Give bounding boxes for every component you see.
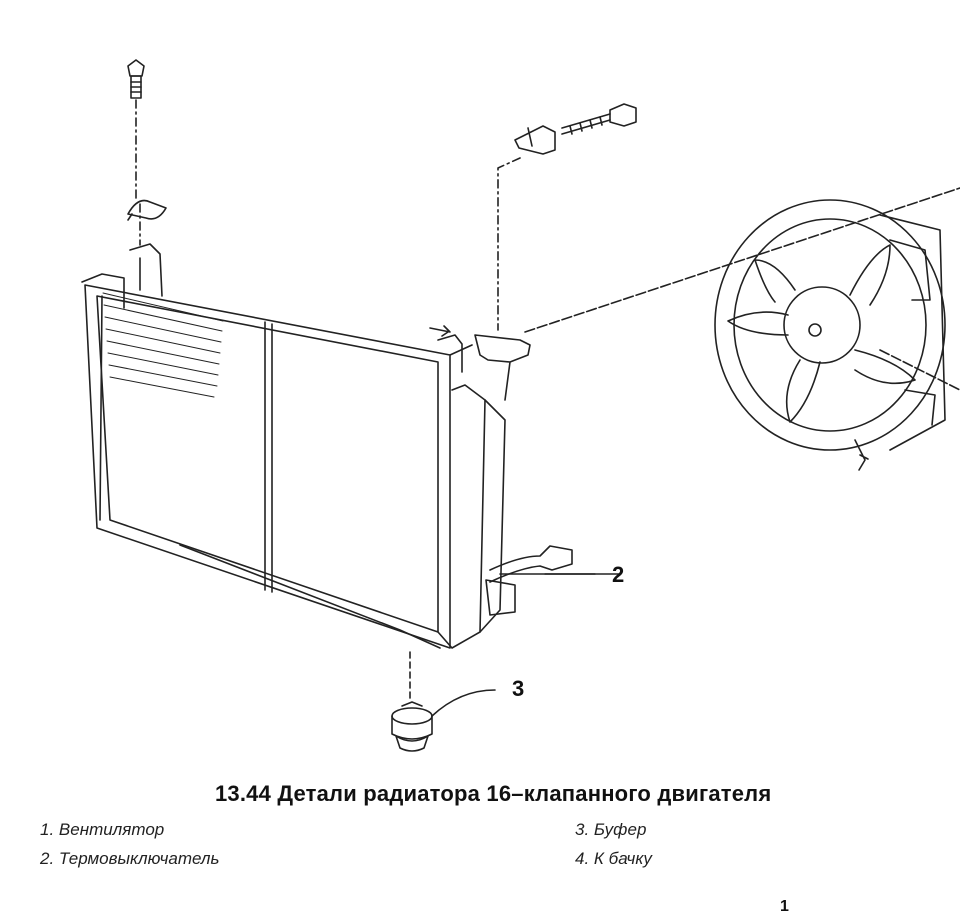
filler-neck — [474, 334, 531, 401]
fan-axis-line — [524, 187, 960, 333]
callout-line-3 — [431, 689, 496, 717]
mounting-bracket — [127, 199, 167, 221]
arrow-mark — [429, 325, 451, 337]
legend-item: 2. Термовыключатель — [40, 849, 219, 869]
corner-mark: 1 — [780, 898, 789, 915]
legend-num: 2. — [40, 849, 55, 868]
legend-text: Буфер — [593, 820, 647, 839]
fan-axis-line-lower — [879, 349, 960, 391]
rubber-buffer — [391, 701, 433, 752]
bolt-axis-line — [135, 99, 141, 246]
callout-3: 3 — [512, 676, 525, 701]
cooling-fan — [714, 199, 946, 471]
radiator-exploded-diagram — [81, 59, 960, 752]
bracket-right — [514, 125, 556, 155]
legend-num: 3. — [575, 820, 590, 839]
figure-caption: 13.44 Детали радиатора 16–клапанного дви… — [215, 781, 772, 806]
radiator — [81, 243, 506, 649]
top-bolt — [127, 59, 145, 99]
legend-num: 1. — [40, 820, 55, 839]
thermo-switch — [485, 545, 621, 616]
legend-text: Вентилятор — [58, 820, 165, 839]
callout-2: 2 — [612, 562, 625, 587]
hose-axis-line — [497, 157, 521, 331]
legend-text: К бачку — [593, 849, 652, 868]
legend-text: Термовыключатель — [58, 849, 220, 868]
legend-num: 4. — [575, 849, 590, 868]
legend-item: 4. К бачку — [575, 849, 652, 869]
legend-item: 1. Вентилятор — [40, 820, 164, 840]
legend-item: 3. Буфер — [575, 820, 646, 840]
right-bolt — [561, 103, 637, 135]
